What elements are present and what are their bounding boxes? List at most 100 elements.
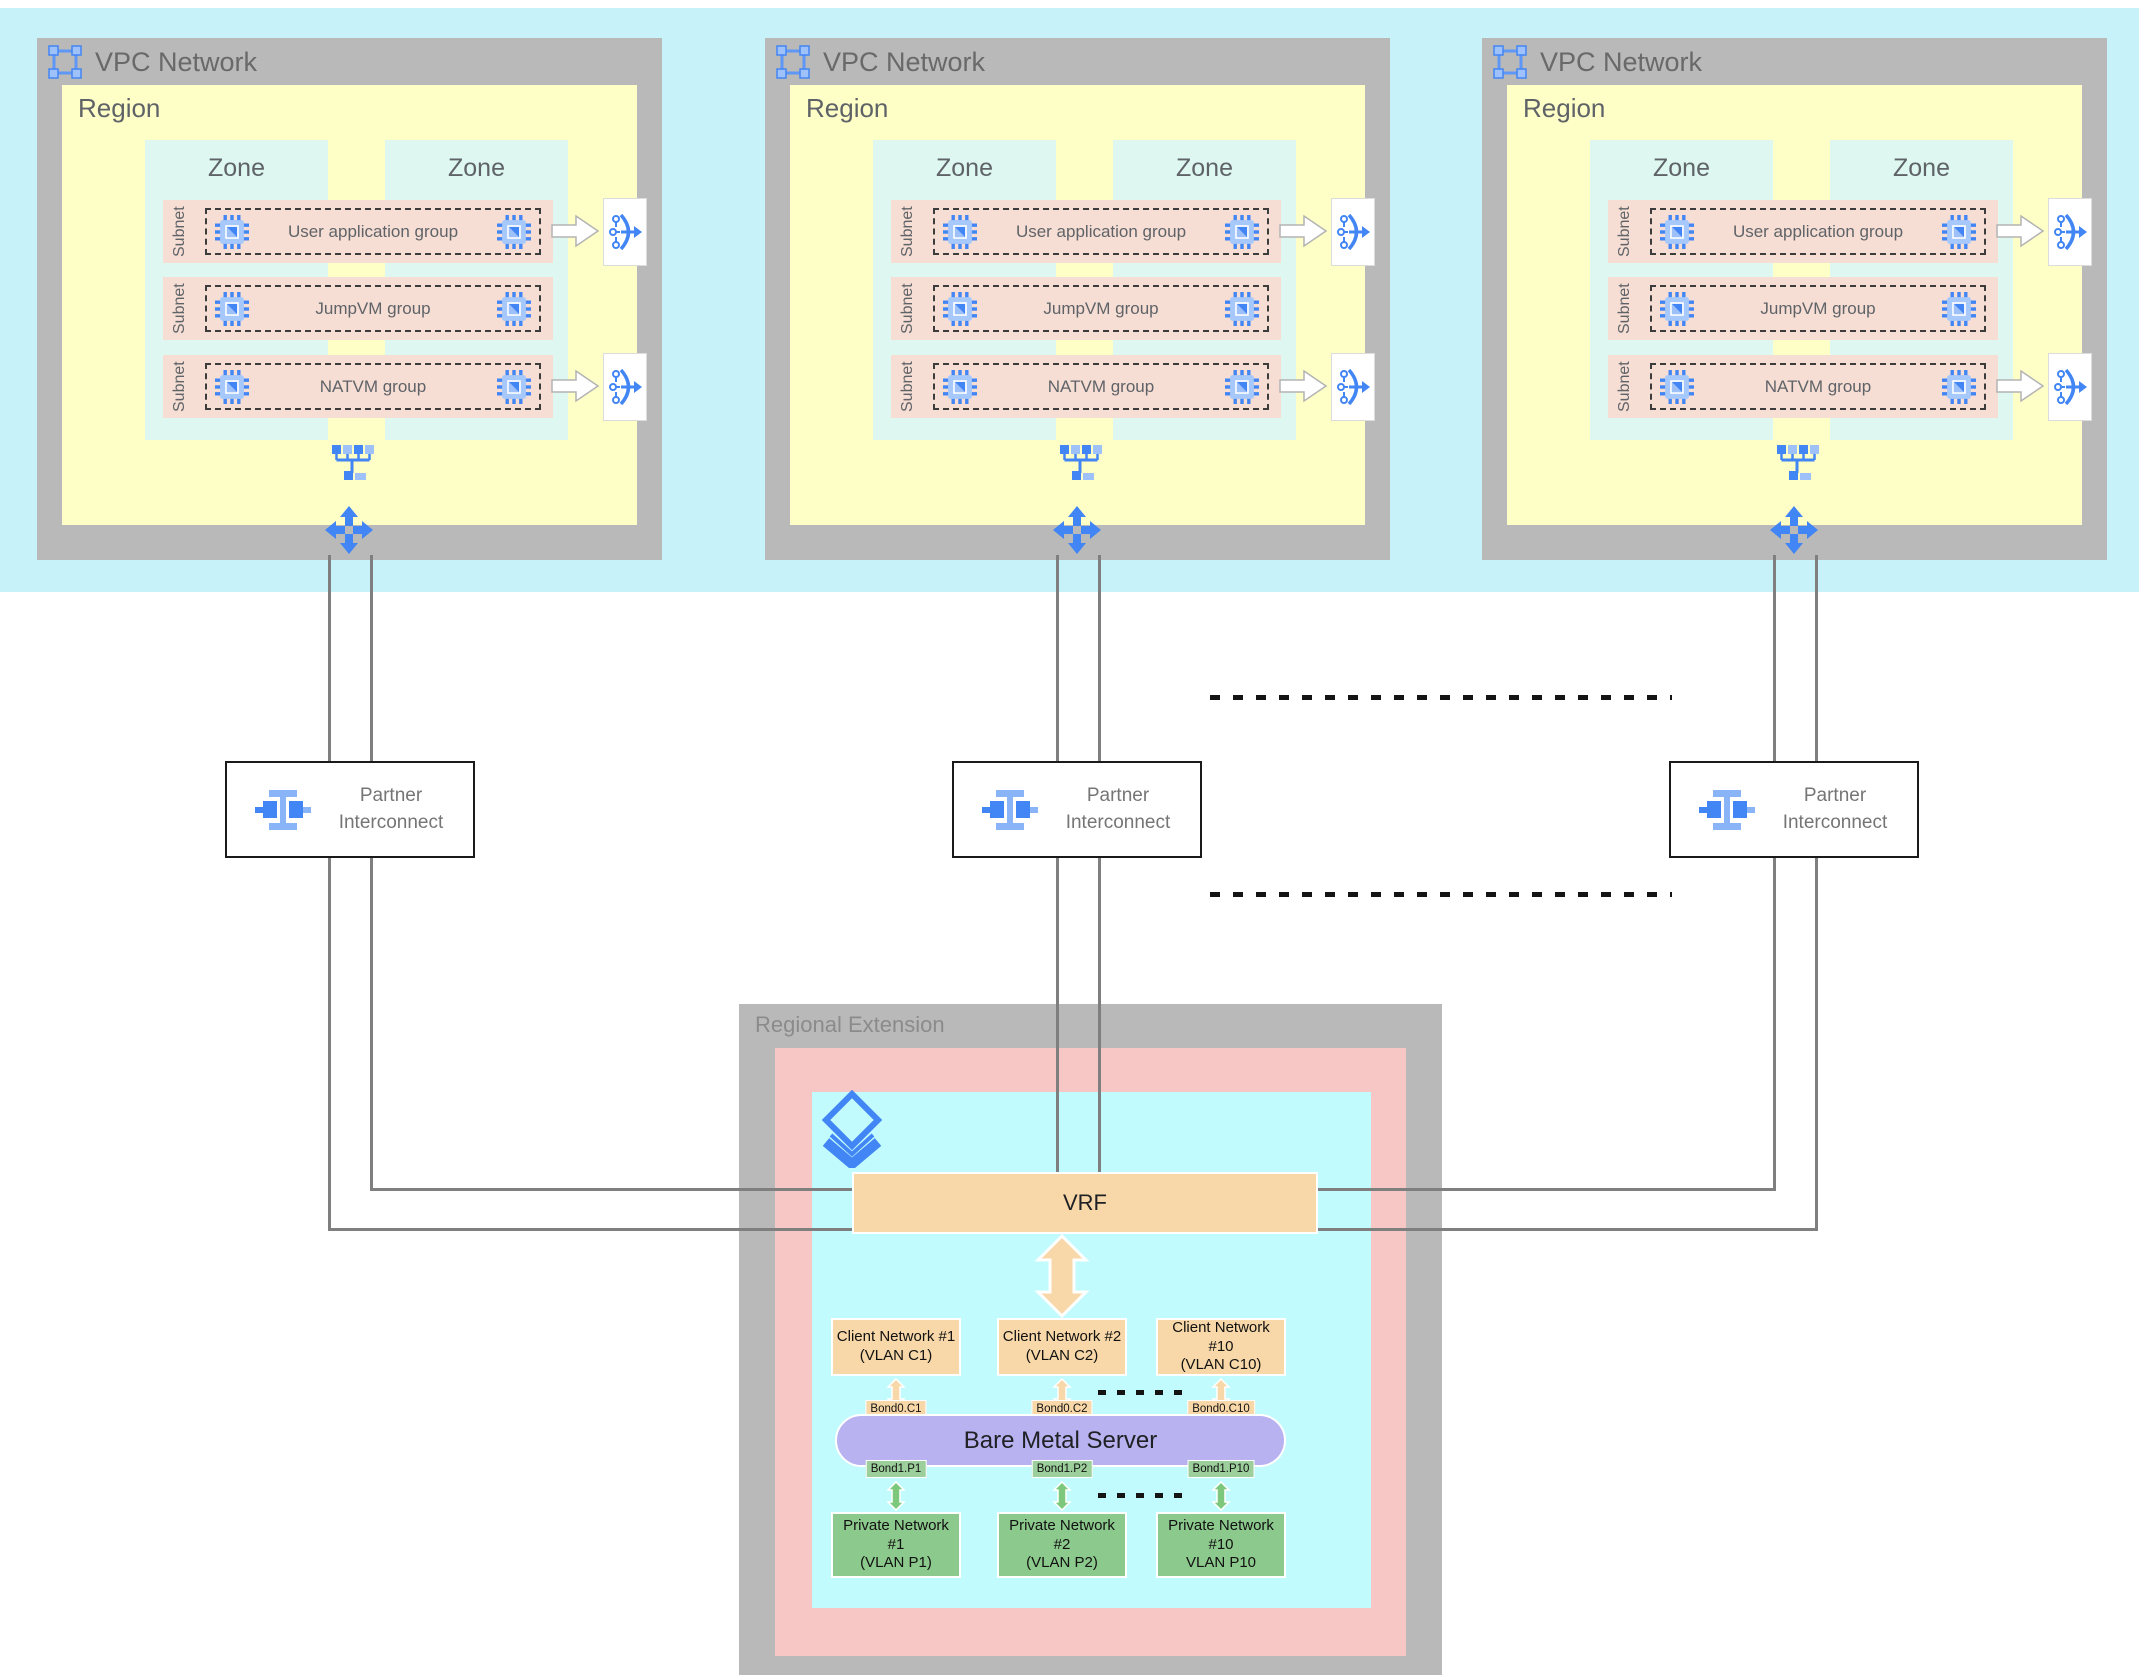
connector-line bbox=[1098, 555, 1101, 761]
vpc-network-title: VPC Network bbox=[95, 46, 258, 77]
dotted-continuation-line bbox=[1210, 695, 1672, 700]
private-bond-arrow bbox=[1053, 1481, 1071, 1511]
egress-arrow bbox=[551, 370, 599, 402]
partner-interconnect-icon bbox=[982, 789, 1038, 830]
regional-extension-title: Regional Extension bbox=[755, 1012, 945, 1037]
vrf-bms-double-arrow bbox=[1036, 1234, 1088, 1318]
subnet-row-natvm: Subnet NATVM group bbox=[163, 355, 553, 418]
vm-instance-icon bbox=[215, 291, 249, 326]
vrf-box: VRF bbox=[852, 1172, 1318, 1234]
subnet-row-natvm: Subnet NATVM group bbox=[891, 355, 1281, 418]
zone-label: Zone bbox=[208, 154, 265, 182]
client-network-box: Client Network #10 (VLAN C10) bbox=[1156, 1318, 1286, 1376]
vm-instance-icon bbox=[943, 291, 977, 326]
instance-group-box: User application group bbox=[205, 208, 541, 255]
layers-icon bbox=[820, 1090, 884, 1168]
load-balancer-box bbox=[2048, 353, 2092, 421]
vm-instance-icon bbox=[1942, 369, 1976, 404]
connector-line bbox=[1773, 858, 1776, 1191]
partner-interconnect-label-line2: Interconnect bbox=[1782, 811, 1888, 833]
subnet-row-user-app: Subnet User application group bbox=[163, 200, 553, 263]
group-label: JumpVM group bbox=[1043, 298, 1159, 318]
private-network-box: Private Network #2 (VLAN P2) bbox=[997, 1512, 1127, 1578]
zone-label: Zone bbox=[1176, 154, 1233, 182]
connector-line bbox=[1315, 1188, 1776, 1191]
group-label: User application group bbox=[1015, 221, 1187, 241]
partner-interconnect-label: Partner Interconnect bbox=[1773, 783, 1897, 836]
egress-arrow bbox=[1279, 370, 1327, 402]
group-label: User application group bbox=[287, 221, 459, 241]
vpc-network-header: VPC Network bbox=[47, 44, 257, 80]
client-network-vlan: (VLAN C1) bbox=[859, 1347, 933, 1364]
subnet-row-natvm: Subnet NATVM group bbox=[1608, 355, 1998, 418]
load-balancer-icon bbox=[2053, 368, 2087, 406]
dotted-continuation-line bbox=[1098, 1493, 1186, 1498]
network-icon bbox=[1058, 445, 1104, 482]
group-label: NATVM group bbox=[1764, 376, 1872, 396]
region-label: Region bbox=[1523, 93, 1606, 123]
connector-line bbox=[328, 555, 331, 761]
vm-instance-icon bbox=[497, 369, 531, 404]
vpc-network-icon bbox=[1492, 44, 1528, 80]
group-label: User application group bbox=[1732, 221, 1904, 241]
instance-group-box: NATVM group bbox=[1650, 363, 1986, 410]
load-balancer-box bbox=[2048, 198, 2092, 266]
partner-interconnect-icon bbox=[1699, 789, 1755, 830]
group-label: NATVM group bbox=[319, 376, 427, 396]
private-network-vlan: (VLAN P2) bbox=[1026, 1554, 1098, 1572]
vpc-network-icon bbox=[775, 44, 811, 80]
vm-instance-icon bbox=[497, 214, 531, 249]
load-balancer-icon bbox=[608, 213, 642, 251]
vm-instance-icon bbox=[943, 214, 977, 249]
client-network-box: Client Network #2 (VLAN C2) bbox=[997, 1318, 1127, 1376]
private-network-name: Private Network #1 bbox=[843, 1516, 949, 1553]
load-balancer-icon bbox=[1336, 213, 1370, 251]
vpc-network-icon bbox=[47, 44, 83, 80]
partner-interconnect-label-line1: Partner bbox=[1086, 784, 1150, 806]
vpc-network-box-2: VPC Network Region Zone Zone Subnet User… bbox=[765, 38, 1390, 560]
vm-instance-icon bbox=[1660, 214, 1694, 249]
subnet-label: Subnet bbox=[899, 206, 916, 257]
load-balancer-icon bbox=[1336, 368, 1370, 406]
egress-arrow bbox=[1279, 215, 1327, 247]
subnet-row-jumpvm: Subnet JumpVM group bbox=[1608, 277, 1998, 340]
vm-instance-icon bbox=[943, 369, 977, 404]
connector-line bbox=[1315, 1228, 1818, 1231]
instance-group-box: JumpVM group bbox=[205, 285, 541, 332]
partner-interconnect-label-line1: Partner bbox=[1803, 784, 1867, 806]
zone-label: Zone bbox=[1893, 154, 1950, 182]
subnet-label: Subnet bbox=[1616, 206, 1633, 257]
cloud-router-icon bbox=[1770, 506, 1818, 554]
vpc-network-title: VPC Network bbox=[823, 46, 986, 77]
vm-instance-icon bbox=[1942, 291, 1976, 326]
partner-interconnect-label: Partner Interconnect bbox=[329, 783, 453, 836]
partner-interconnect-label-line1: Partner bbox=[359, 784, 423, 806]
network-icon bbox=[1775, 445, 1821, 482]
private-network-vlan: (VLAN P1) bbox=[860, 1554, 932, 1572]
vpc-network-box-3: VPC Network Region Zone Zone Subnet User… bbox=[1482, 38, 2107, 560]
bond-label: Bond1.P1 bbox=[865, 1460, 927, 1478]
connector-line bbox=[370, 1188, 855, 1191]
bond-label: Bond0.C2 bbox=[1031, 1400, 1093, 1418]
region-label: Region bbox=[78, 93, 161, 123]
load-balancer-box bbox=[603, 198, 647, 266]
zone-label: Zone bbox=[1653, 154, 1710, 182]
private-network-name: Private Network #2 bbox=[1009, 1516, 1115, 1553]
instance-group-box: User application group bbox=[1650, 208, 1986, 255]
zone-label: Zone bbox=[448, 154, 505, 182]
subnet-label: Subnet bbox=[171, 361, 188, 412]
client-network-vlan: (VLAN C10) bbox=[1180, 1356, 1262, 1374]
partner-interconnect-box: Partner Interconnect bbox=[225, 761, 475, 858]
partner-interconnect-label: Partner Interconnect bbox=[1056, 783, 1180, 836]
egress-arrow bbox=[1996, 370, 2044, 402]
client-network-box: Client Network #1 (VLAN C1) bbox=[831, 1318, 961, 1376]
private-network-name: Private Network #10 bbox=[1168, 1516, 1274, 1553]
dotted-continuation-line bbox=[1210, 892, 1672, 897]
subnet-row-jumpvm: Subnet JumpVM group bbox=[163, 277, 553, 340]
connector-line bbox=[1056, 858, 1059, 1174]
instance-group-box: JumpVM group bbox=[933, 285, 1269, 332]
subnet-label: Subnet bbox=[171, 283, 188, 334]
dotted-continuation-line bbox=[1098, 1390, 1186, 1395]
region-box: Region Zone Zone Subnet User application… bbox=[790, 85, 1365, 525]
